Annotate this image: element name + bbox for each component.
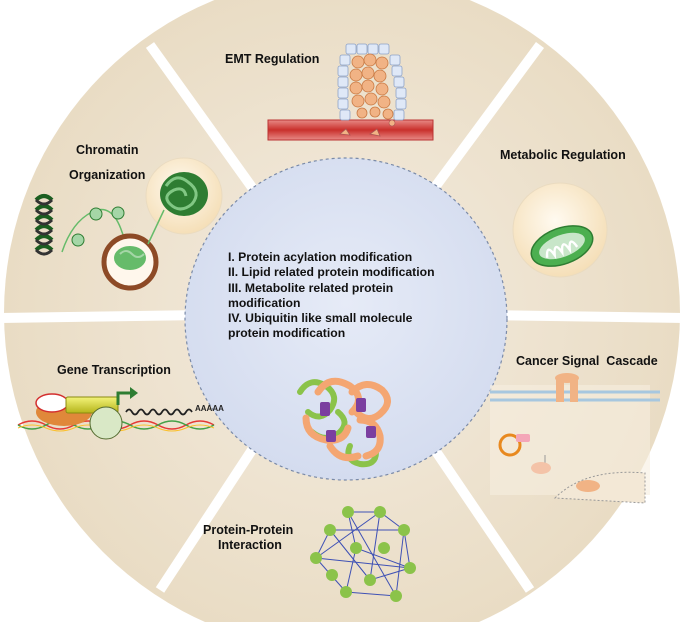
modification-item: III. Metabolite related protein — [228, 280, 394, 295]
gene-transcription-illustration — [17, 387, 215, 440]
modification-list: I. Protein acylation modification II. Li… — [228, 250, 468, 342]
chromatin-illustration — [34, 157, 223, 291]
ppi-network — [310, 506, 416, 602]
protein-structure — [297, 377, 391, 468]
ppi-label-line2: Interaction — [218, 538, 282, 552]
segment-dividers — [0, 42, 685, 593]
emt-regulation-label: EMT Regulation — [225, 52, 320, 66]
modification-item: I. Protein acylation modification — [228, 250, 413, 264]
cancer-signal-cascade-label: Cancer Signal Cascade — [516, 354, 658, 368]
chromatin-label-line2: Organization — [69, 168, 146, 182]
emt-illustration — [267, 43, 434, 141]
poly-a-tail-label: AAAAA — [195, 404, 224, 413]
center-circle — [184, 157, 508, 481]
modification-item: IV. Ubiquitin like small molecule — [228, 311, 413, 326]
chromatin-label-line1: Chromatin — [76, 143, 139, 157]
modification-item: modification — [228, 295, 301, 310]
modification-item: II. Lipid related protein modification — [228, 265, 435, 280]
cancer-signal-illustration — [490, 373, 660, 504]
ppi-label-line1: Protein-Protein — [203, 523, 294, 537]
gene-transcription-label: Gene Transcription — [57, 363, 171, 377]
modification-item: protein modification — [228, 326, 346, 341]
metabolic-illustration — [512, 182, 608, 278]
metabolic-regulation-label: Metabolic Regulation — [500, 148, 626, 162]
